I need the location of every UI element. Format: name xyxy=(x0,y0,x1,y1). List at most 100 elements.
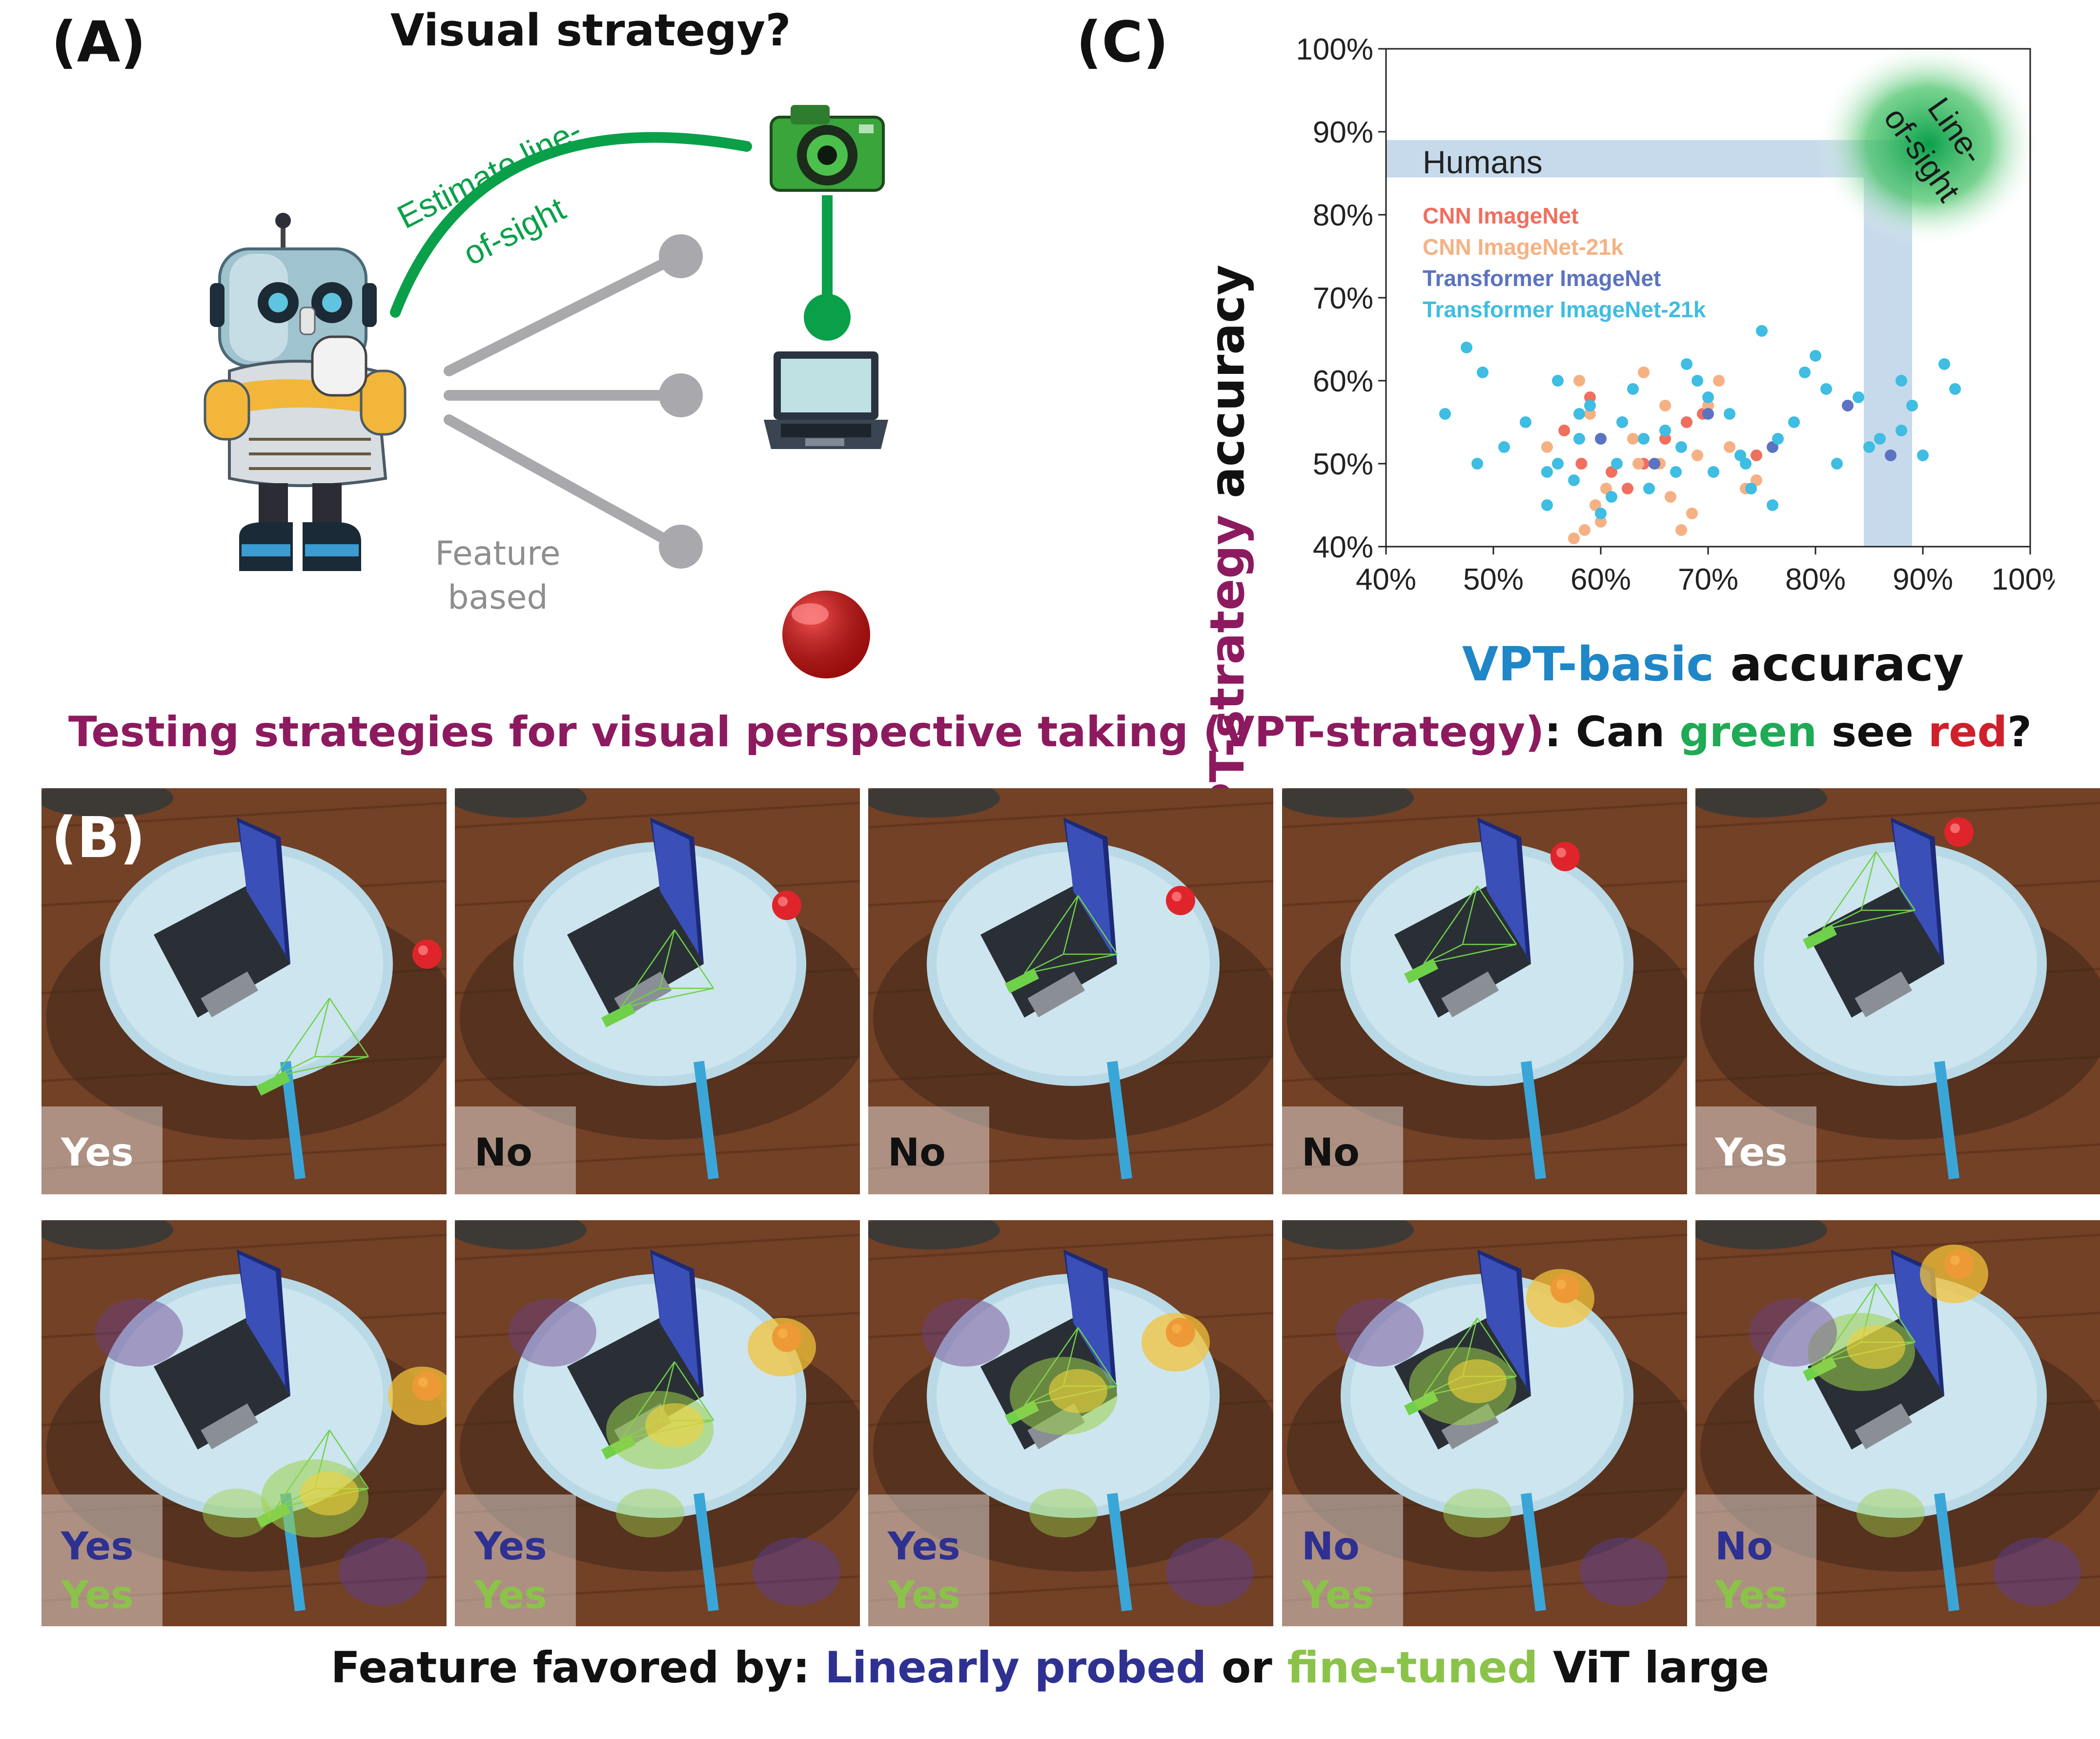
data-point xyxy=(1670,466,1682,478)
panel-a-title: Visual strategy? xyxy=(390,5,791,56)
data-point xyxy=(1692,450,1703,461)
data-point xyxy=(1573,433,1585,445)
data-point xyxy=(1579,524,1590,536)
data-point xyxy=(1842,400,1854,411)
finetuned-answer: Yes xyxy=(888,1574,960,1617)
y-tick-label: 40% xyxy=(1313,531,1373,564)
data-point xyxy=(1788,416,1800,428)
data-point xyxy=(1756,325,1768,337)
finetuned-answer: Yes xyxy=(1302,1574,1374,1617)
feature-node-2 xyxy=(659,373,703,417)
data-point xyxy=(1573,375,1585,387)
answer-box: No xyxy=(455,1106,576,1194)
data-point xyxy=(1702,391,1714,403)
data-point xyxy=(1740,458,1752,470)
x-tick-label: 50% xyxy=(1463,563,1524,596)
data-point xyxy=(1649,458,1660,470)
linear-probe-answer: Yes xyxy=(474,1525,547,1569)
data-point xyxy=(1461,342,1472,353)
data-point xyxy=(1681,416,1692,428)
data-point xyxy=(1853,391,1864,403)
y-tick-label: 100% xyxy=(1296,33,1373,66)
data-point xyxy=(1477,367,1488,378)
x-tick-label: 90% xyxy=(1893,563,1953,596)
scene-illustration xyxy=(1695,1220,2100,1626)
scatter-chart: Line-of-sight 40%40%50%50%60%60%70%70%80… xyxy=(1296,33,2055,596)
scene-illustration xyxy=(1695,788,2100,1194)
data-point xyxy=(1767,441,1778,453)
data-point xyxy=(1622,483,1633,494)
data-point xyxy=(1573,408,1585,420)
x-tick-label: 80% xyxy=(1785,563,1846,596)
feature-based-label: Feature based xyxy=(415,532,581,620)
data-point xyxy=(1917,450,1929,461)
data-point xyxy=(1659,400,1671,411)
data-point xyxy=(1584,391,1596,403)
data-point xyxy=(1520,416,1531,428)
answer-label: No xyxy=(1302,1131,1360,1175)
line-of-sight-zone xyxy=(1816,41,2040,247)
x-tick-label: 70% xyxy=(1678,563,1738,596)
data-point xyxy=(1810,350,1821,362)
panel-b-caption: Feature favored by: Linearly probed or f… xyxy=(0,1642,2100,1693)
data-point xyxy=(1938,358,1950,370)
data-point xyxy=(1627,433,1639,445)
data-point xyxy=(1638,433,1650,445)
caption-prefix: Feature favored by: xyxy=(330,1642,825,1693)
answer-label: No xyxy=(474,1131,532,1175)
data-point xyxy=(1665,491,1676,503)
data-point xyxy=(1584,408,1596,420)
data-point xyxy=(1896,425,1907,436)
data-point xyxy=(1659,425,1671,436)
data-point xyxy=(1906,400,1918,411)
stimulus-cell: No xyxy=(1282,788,1687,1194)
feature-node-3 xyxy=(659,525,703,569)
data-point xyxy=(1767,499,1778,511)
stimulus-cell: Yes xyxy=(1695,788,2100,1194)
data-point xyxy=(1643,483,1655,494)
answer-box: Yes xyxy=(1695,1106,1816,1194)
scene-illustration xyxy=(868,788,1273,1194)
scene-illustration xyxy=(41,788,447,1194)
data-point xyxy=(1471,458,1483,470)
data-point xyxy=(1713,375,1725,387)
data-point xyxy=(1552,375,1564,387)
y-title-accuracy: accuracy xyxy=(1200,265,1255,515)
data-point xyxy=(1575,458,1588,470)
data-point xyxy=(1885,450,1896,461)
data-point xyxy=(1896,375,1907,387)
answer-box: Yes xyxy=(41,1106,163,1194)
data-point xyxy=(1863,441,1875,453)
caption-or: or xyxy=(1206,1642,1287,1693)
data-point xyxy=(1632,458,1644,470)
humans-label: Humans xyxy=(1423,144,1543,180)
feature-node-1 xyxy=(659,234,703,278)
data-point xyxy=(1686,508,1698,519)
data-point xyxy=(1584,400,1596,411)
x-tick-label: 60% xyxy=(1570,563,1631,596)
data-point xyxy=(1558,425,1570,436)
caption-finetuned: fine-tuned xyxy=(1287,1642,1538,1693)
linear-probe-answer: Yes xyxy=(61,1525,134,1569)
data-point xyxy=(1659,433,1671,445)
data-point xyxy=(1708,466,1719,478)
caption-linear: Linearly probed xyxy=(825,1642,1207,1693)
y-tick-label: 50% xyxy=(1313,448,1373,481)
data-point xyxy=(1751,474,1762,486)
line-of-sight-arc xyxy=(390,132,752,318)
data-point xyxy=(1498,441,1510,453)
feature-branches xyxy=(444,251,684,552)
data-point xyxy=(1820,383,1832,395)
data-point xyxy=(1772,433,1784,445)
answer-box: No xyxy=(1282,1106,1403,1194)
y-tick-label: 90% xyxy=(1313,116,1373,149)
linear-probe-answer: Yes xyxy=(888,1525,960,1569)
legend-entry: CNN ImageNet-21k xyxy=(1423,234,1624,260)
x-tick-label: 100% xyxy=(1992,563,2055,596)
x-title-basic: VPT-basic xyxy=(1462,637,1714,692)
